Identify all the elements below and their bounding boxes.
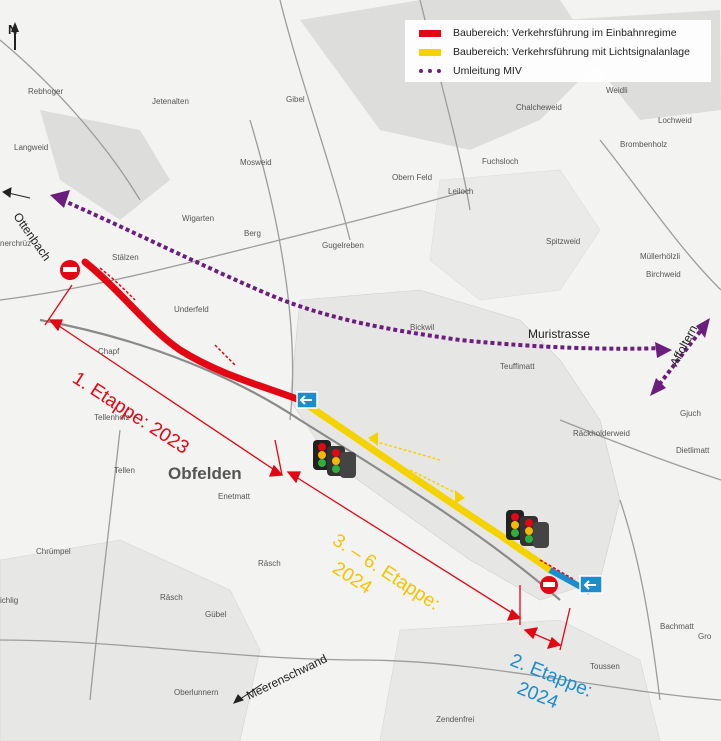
place-label: Gibel xyxy=(286,95,305,104)
place-label: Tellen xyxy=(114,466,135,475)
legend-item-red: Baubereich: Verkehrsführung im Einbahnre… xyxy=(419,24,677,42)
place-label: Gro xyxy=(698,632,712,641)
stage-2-dimension xyxy=(523,607,571,651)
place-label: Chapf xyxy=(98,347,120,356)
place-label: Tellenholz xyxy=(94,413,130,422)
place-label: Enetmatt xyxy=(218,492,251,501)
place-label: Mosweid xyxy=(240,158,272,167)
detour-route xyxy=(61,198,666,351)
place-label: Gjuch xyxy=(680,409,701,418)
place-label: Lochweid xyxy=(658,116,692,125)
place-label: Rebhoger xyxy=(28,87,64,96)
legend-swatch-yellow xyxy=(419,48,441,56)
place-label: Underfeld xyxy=(174,305,209,314)
place-label: Toussen xyxy=(590,662,620,671)
place-label: Langweid xyxy=(14,143,49,152)
place-label: Gübel xyxy=(205,610,227,619)
place-label: Weidli xyxy=(606,86,628,95)
road-direction-arrows xyxy=(2,187,263,704)
place-label: Obern Feld xyxy=(392,173,433,182)
oneway-dashed-arrow-north xyxy=(99,267,136,301)
signal-dashed-arrow-west xyxy=(369,439,441,461)
place-label: Leiloch xyxy=(448,187,474,196)
place-label: Zendenfrei xyxy=(436,715,475,724)
place-label: Bachmatt xyxy=(660,622,694,631)
main-road xyxy=(39,318,561,601)
legend-item-purple: Umleitung MIV xyxy=(419,62,522,80)
place-label: Dietlimatt xyxy=(676,446,710,455)
road-label-muristrasse: Muristrasse xyxy=(528,327,591,341)
legend-label-red: Baubereich: Verkehrsführung im Einbahnre… xyxy=(453,27,677,39)
red-construction-stage-1 xyxy=(81,258,304,404)
place-label: Teuffimatt xyxy=(500,362,535,371)
traffic-light-icon-east xyxy=(506,510,549,548)
legend-swatch-purple xyxy=(419,69,441,73)
place-label: ichlig xyxy=(0,596,19,605)
place-label: Chalcheweid xyxy=(516,103,562,112)
place-label: Gugelreben xyxy=(322,241,364,250)
legend-item-yellow: Baubereich: Verkehrsführung mit Lichtsig… xyxy=(419,43,690,61)
place-label: Müllerhölzli xyxy=(640,252,681,261)
no-entry-sign-west xyxy=(60,260,80,280)
oneway-dashed-arrow-east xyxy=(539,559,576,581)
town-label: Obfelden xyxy=(168,464,242,483)
place-label: Räsch xyxy=(160,593,183,602)
no-entry-sign-east xyxy=(540,576,558,594)
place-label: Oberlunnern xyxy=(174,688,219,697)
detour-arrow-gjuch xyxy=(650,378,666,396)
place-label: Brombenholz xyxy=(620,140,668,149)
place-label: Jetenalten xyxy=(152,97,189,106)
place-label: Fuchsloch xyxy=(482,157,519,166)
legend-label-purple: Umleitung MIV xyxy=(453,65,522,77)
place-label: nerchrüz xyxy=(0,239,32,248)
signal-dashed-arrow-east xyxy=(409,469,461,496)
place-label: Chrümpel xyxy=(36,547,71,556)
stage-3-6-dimension xyxy=(286,471,522,625)
place-label: Birchweid xyxy=(646,270,681,279)
signal-arrowhead-east xyxy=(455,490,465,504)
oneway-sign-east xyxy=(579,575,603,594)
detour-arrow-affoltern xyxy=(696,318,710,338)
place-label: Stälzen xyxy=(112,253,139,262)
detour-arrow-ottenbach xyxy=(50,190,70,208)
legend-swatch-red xyxy=(419,29,441,37)
north-arrow-icon xyxy=(11,22,19,50)
place-label: Spitzweid xyxy=(546,237,581,246)
oneway-sign-west xyxy=(296,391,318,409)
legend: Baubereich: Verkehrsführung im Einbahnre… xyxy=(405,20,711,82)
stage-1-dimension xyxy=(44,284,284,477)
signal-arrowhead-west xyxy=(368,432,378,446)
place-label: Räsch xyxy=(258,559,281,568)
place-label: Wigarten xyxy=(182,214,215,223)
place-label: Bickwil xyxy=(410,323,435,332)
place-label: Räckholderweid xyxy=(573,429,630,438)
traffic-light-icon-west xyxy=(313,440,356,478)
detour-arrow-muristrasse xyxy=(655,342,672,358)
place-label: Berg xyxy=(244,229,261,238)
north-label: N xyxy=(8,22,18,37)
yellow-construction-stage-3-6 xyxy=(296,396,554,574)
legend-label-yellow: Baubereich: Verkehrsführung mit Lichtsig… xyxy=(453,46,690,58)
